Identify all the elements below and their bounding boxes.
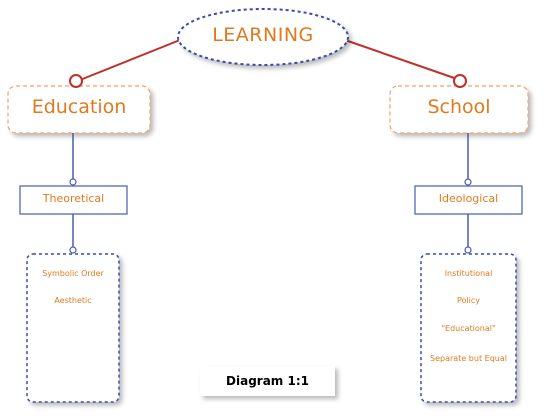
right-items-box[interactable] — [420, 253, 517, 403]
ideological-node[interactable] — [414, 185, 523, 215]
caption-box — [200, 366, 335, 396]
school-connector-dot — [453, 74, 467, 88]
education-connector-dot — [69, 74, 83, 88]
diagram-caption: Diagram 1:1 — [226, 374, 309, 388]
theoretical-label: Theoretical — [42, 192, 105, 205]
list-item: Separate but Equal — [430, 354, 507, 363]
school-node[interactable] — [389, 85, 529, 134]
root-node[interactable] — [177, 8, 349, 66]
list-item: "Educational" — [441, 324, 496, 333]
root-label: LEARNING — [212, 24, 314, 46]
list-item: Aesthetic — [54, 296, 92, 305]
ideological-label: Ideological — [438, 192, 499, 205]
education-label: Education — [31, 96, 127, 118]
school-label: School — [427, 96, 491, 118]
list-item: Policy — [456, 296, 480, 305]
ideological-connector-dot — [464, 178, 472, 186]
theoretical-node[interactable] — [19, 185, 128, 215]
list-item: Symbolic Order — [42, 269, 104, 278]
right-list-connector-dot — [464, 246, 472, 254]
theoretical-connector-dot — [69, 178, 77, 186]
list-item: Institutional — [444, 269, 493, 278]
left-items-box[interactable] — [26, 253, 120, 403]
root-to-education-connector — [79, 39, 181, 81]
root-to-school-connector — [344, 39, 461, 81]
left-list-connector-dot — [69, 246, 77, 254]
